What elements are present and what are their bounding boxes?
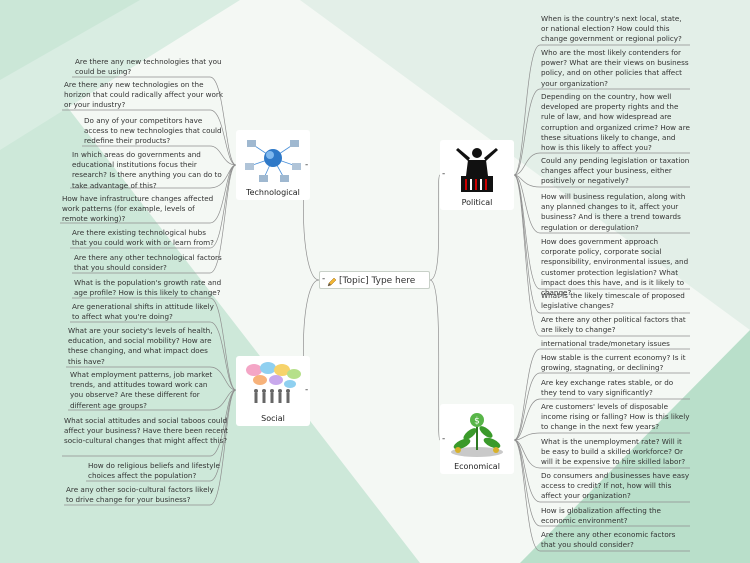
money-plant-icon: $ [448, 408, 506, 458]
economical-leaf-5[interactable]: What is the unemployment rate? Will it b… [541, 437, 686, 467]
political-leaf-2[interactable]: Who are the most likely contenders for p… [541, 48, 689, 88]
economical-leaf-8[interactable]: Are there any other economic factors tha… [541, 530, 676, 550]
economical-leaf-3[interactable]: Are key exchange rates stable, or do the… [541, 378, 674, 398]
social-leaf-2[interactable]: Are generational shifts in attitude like… [72, 302, 214, 322]
political-leaf-4[interactable]: Could any pending legislation or taxatio… [541, 156, 690, 186]
economical-leaf-1[interactable]: international trade/monetary issues [541, 339, 670, 348]
political-leaf-1[interactable]: When is the country's next local, state,… [541, 14, 682, 44]
svg-text:$: $ [474, 417, 480, 427]
network-globe-icon [244, 134, 302, 184]
politician-podium-icon [448, 144, 506, 194]
topic-social-label: Social [261, 414, 285, 423]
tech-leaf-7[interactable]: Are there any other technological factor… [74, 253, 222, 273]
collapse-toggle-center[interactable]: - [322, 274, 326, 284]
tech-leaf-5[interactable]: How have infrastructure changes affected… [62, 194, 214, 224]
collapse-toggle-technological[interactable]: - [305, 160, 309, 170]
topic-technological[interactable]: Technological [236, 130, 310, 200]
economical-leaf-4[interactable]: Are customers' levels of disposable inco… [541, 402, 690, 432]
topic-political-label: Political [461, 198, 493, 207]
topic-technological-label: Technological [246, 188, 300, 197]
collapse-toggle-social[interactable]: - [305, 385, 309, 395]
topic-social[interactable]: Social [236, 356, 310, 426]
political-leaf-8[interactable]: Are there any other political factors th… [541, 315, 686, 335]
political-leaf-3[interactable]: Depending on the country, how well devel… [541, 92, 690, 153]
political-leaf-5[interactable]: How will business regulation, along with… [541, 192, 686, 232]
tech-leaf-6[interactable]: Are there existing technological hubs th… [72, 228, 215, 248]
economical-leaf-7[interactable]: How is globalization affecting the econo… [541, 506, 661, 526]
collapse-toggle-economical[interactable]: - [442, 434, 446, 444]
social-leaf-3[interactable]: What are your society's levels of health… [68, 326, 213, 366]
social-leaf-4[interactable]: What employment patterns, job market tre… [70, 370, 213, 410]
topic-political[interactable]: Political [440, 140, 514, 210]
social-leaf-7[interactable]: Are any other socio-cultural factors lik… [66, 485, 214, 505]
central-topic-label: [Topic] Type here [339, 276, 416, 286]
economical-leaf-6[interactable]: Do consumers and businesses have easy ac… [541, 471, 690, 501]
tech-leaf-4[interactable]: In which areas do governments and educat… [72, 150, 222, 190]
topic-economical-label: Economical [454, 462, 500, 471]
pencil-icon [327, 276, 337, 286]
tech-leaf-3[interactable]: Do any of your competitors have access t… [84, 116, 222, 146]
topic-economical[interactable]: $ Economical [440, 404, 514, 474]
social-leaf-1[interactable]: What is the population's growth rate and… [74, 278, 222, 298]
social-leaf-6[interactable]: How do religious beliefs and lifestyle c… [88, 461, 220, 481]
tech-leaf-1[interactable]: Are there any new technologies that you … [75, 57, 222, 77]
crowd-speech-bubbles-icon [244, 360, 302, 410]
political-leaf-7[interactable]: What is the likely timescale of proposed… [541, 291, 685, 311]
economical-leaf-2[interactable]: How stable is the current economy? Is it… [541, 353, 686, 373]
political-leaf-6[interactable]: How does government approach corporate p… [541, 237, 689, 298]
tech-leaf-2[interactable]: Are there any new technologies on the ho… [64, 80, 224, 110]
social-leaf-5[interactable]: What social attitudes and social taboos … [64, 416, 228, 446]
central-topic[interactable]: [Topic] Type here [319, 271, 430, 289]
collapse-toggle-political[interactable]: - [442, 169, 446, 179]
